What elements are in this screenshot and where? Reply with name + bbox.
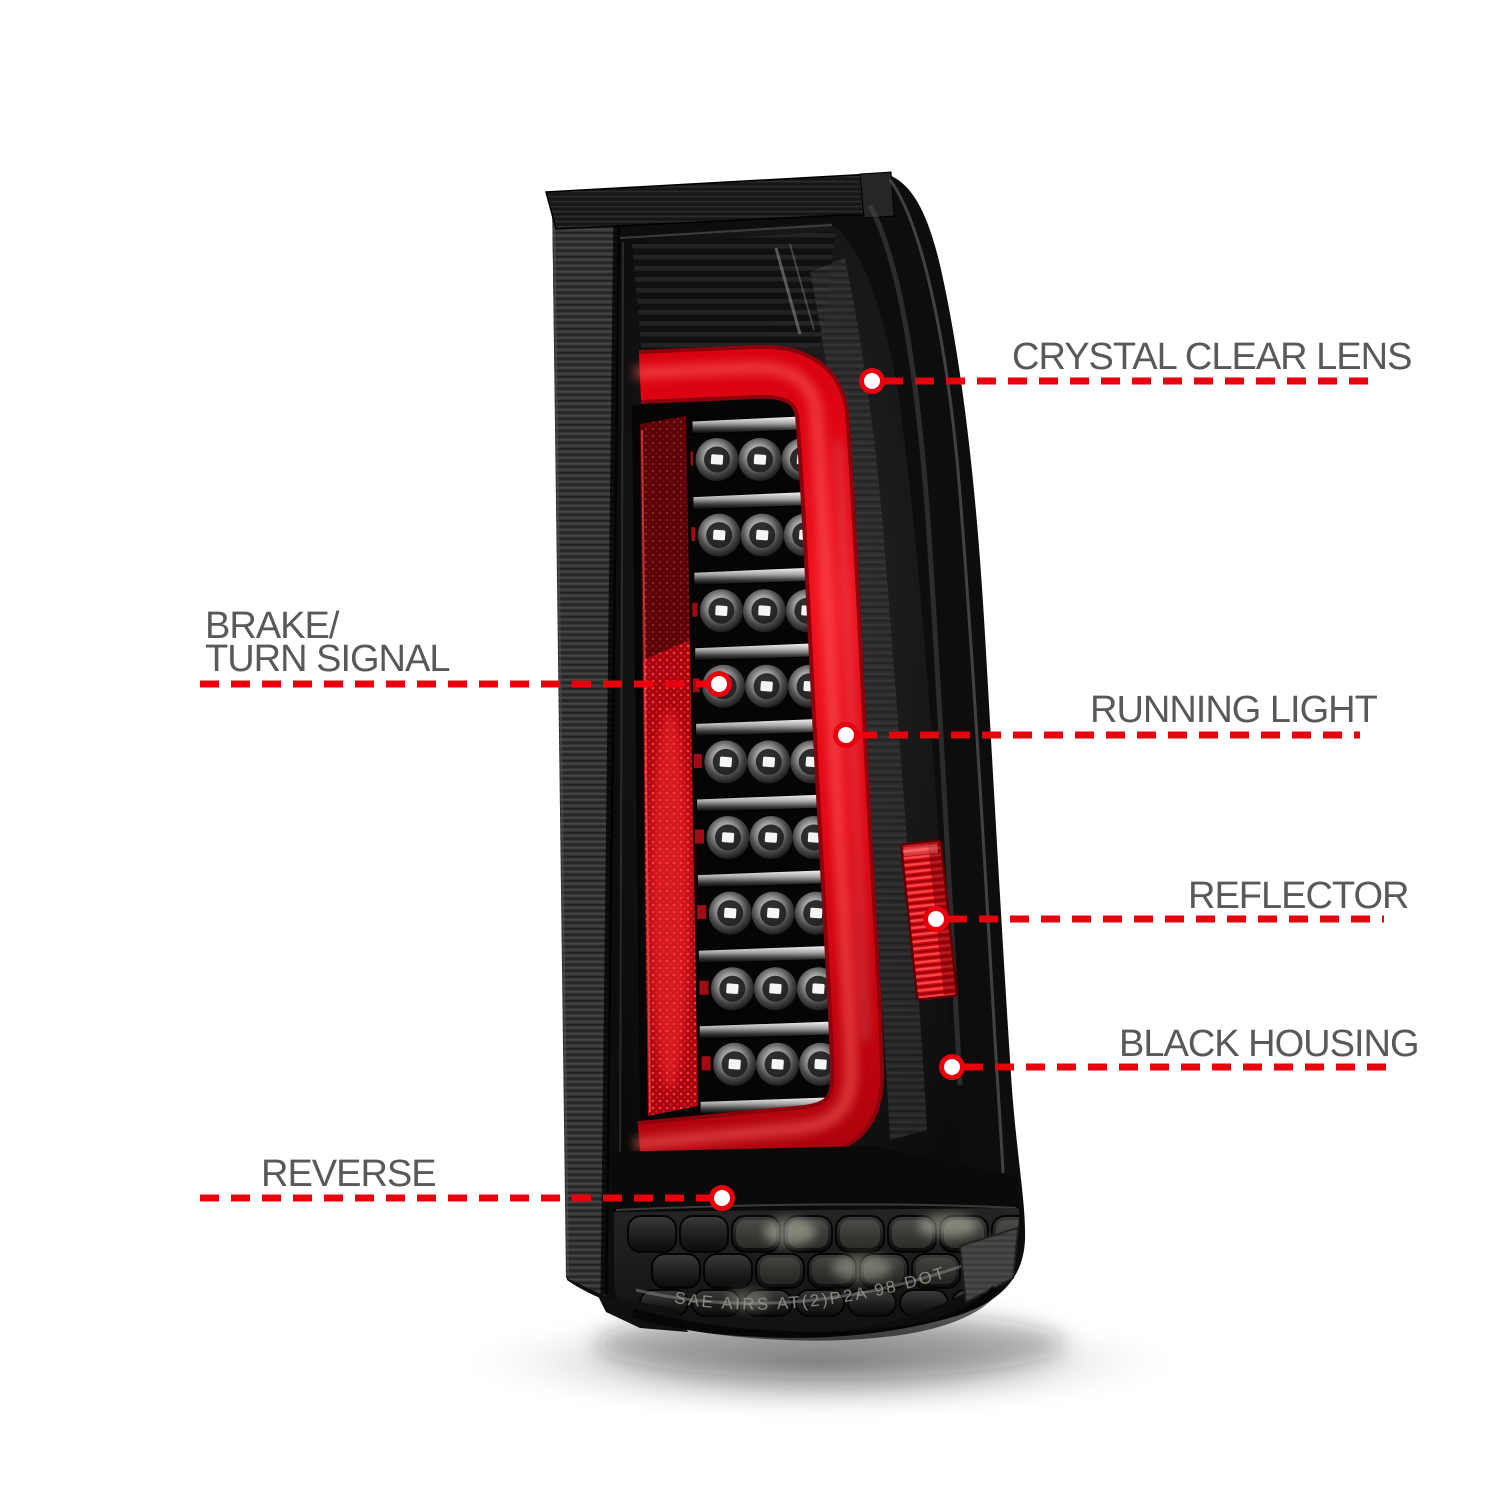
callout-reflector: REFLECTOR (923, 875, 1409, 932)
callout-crystal-clear-lens: CRYSTAL CLEAR LENS (859, 336, 1412, 394)
reverse-facet (847, 1289, 897, 1317)
upper-rib-scratch-2 (789, 243, 815, 331)
led-bulb (699, 589, 743, 633)
callout-label-turn-signal: TURN SIGNAL (205, 638, 449, 680)
callout-dot (706, 671, 732, 697)
led-chip (690, 451, 693, 466)
led-bulb (749, 816, 793, 859)
callout-black-housing: BLACK HOUSING (939, 1023, 1420, 1080)
callout-dot (859, 368, 885, 394)
led-chip (690, 602, 698, 617)
side-strip-inner-shade (600, 199, 621, 1295)
callouts: CRYSTAL CLEAR LENS BRAKE/ TURN SIGNAL RU… (200, 336, 1420, 1211)
callout-dot (923, 906, 949, 932)
led-bulb (745, 664, 789, 708)
upper-ribs (632, 231, 836, 353)
led-bulb (706, 816, 750, 859)
reverse-facet-glint (840, 1220, 880, 1248)
callout-label-reflector: REFLECTOR (1188, 875, 1408, 917)
tail-light: SAE AIRS AT(2)P2A 98 DOT (545, 171, 1026, 1341)
led-bulb (713, 1042, 757, 1086)
reverse-facet-glint (760, 1258, 800, 1284)
callout-running-light: RUNNING LIGHT (833, 689, 1379, 748)
top-cap-end-tab (859, 171, 895, 219)
reverse-facet (795, 1289, 845, 1317)
reverse-facet (911, 1253, 961, 1289)
led-bulb (708, 891, 752, 935)
callout-label-black-housing: BLACK HOUSING (1119, 1023, 1419, 1065)
lens-edge-highlight-outer (888, 179, 1006, 1239)
side-reflector-shadow (640, 416, 690, 660)
led-chip (697, 905, 707, 920)
led-array (690, 415, 847, 1115)
led-bulb (753, 967, 797, 1011)
led-chip (695, 829, 704, 844)
lens-left-edge-highlight (619, 241, 624, 1173)
reverse-facet (651, 1253, 701, 1289)
reverse-facet-glint (916, 1258, 956, 1284)
led-bulb (704, 740, 748, 784)
led-chip (690, 527, 696, 542)
callout-dot (709, 1185, 735, 1211)
led-bulb (738, 438, 782, 481)
led-bulb (740, 513, 784, 557)
housing-end-wedge-tex (960, 1228, 1018, 1302)
led-light-bar (633, 344, 884, 1175)
led-chip (699, 980, 709, 995)
callout-dot (833, 722, 859, 748)
led-chip (692, 753, 702, 768)
callout-label-running-light: RUNNING LIGHT (1090, 689, 1378, 731)
reverse-facet (679, 1215, 729, 1253)
housing-side-strip (552, 192, 618, 1296)
reverse-chrome-trim (635, 1248, 1006, 1305)
lens-edge-highlight-mid (867, 204, 963, 1086)
led-bulb (742, 589, 786, 633)
led-bulb (695, 438, 739, 481)
led-chip (701, 1056, 711, 1071)
reverse-top-trim (615, 1203, 1017, 1211)
callout-label-crystal-clear-lens: CRYSTAL CLEAR LENS (1012, 336, 1411, 378)
side-reflector-edge (641, 429, 651, 1113)
under-rim-shade (631, 1285, 1000, 1341)
lens-top-edge-highlight (619, 224, 833, 239)
reverse-facet (755, 1253, 805, 1289)
led-bulb (747, 740, 791, 784)
led-chip (690, 678, 700, 693)
lens-ribbed-band (810, 258, 927, 1140)
reverse-facet (835, 1215, 885, 1253)
side-strip-edge-highlight (553, 195, 569, 1277)
callout-label-reverse: REVERSE (261, 1153, 436, 1195)
callout-label-brake: BRAKE/ (205, 605, 340, 647)
led-bulb (751, 891, 795, 935)
led-bulb (756, 1042, 800, 1086)
callout-reverse: REVERSE (200, 1153, 735, 1211)
led-bulb (710, 967, 754, 1011)
callout-brake-turn-signal: BRAKE/ TURN SIGNAL (200, 605, 732, 697)
led-bulb (697, 513, 741, 557)
side-reflector-glow (650, 710, 690, 1090)
callout-dot (939, 1054, 965, 1080)
reverse-facet (627, 1215, 677, 1253)
reverse-facet (703, 1253, 753, 1289)
upper-rib-scratch (774, 247, 802, 335)
